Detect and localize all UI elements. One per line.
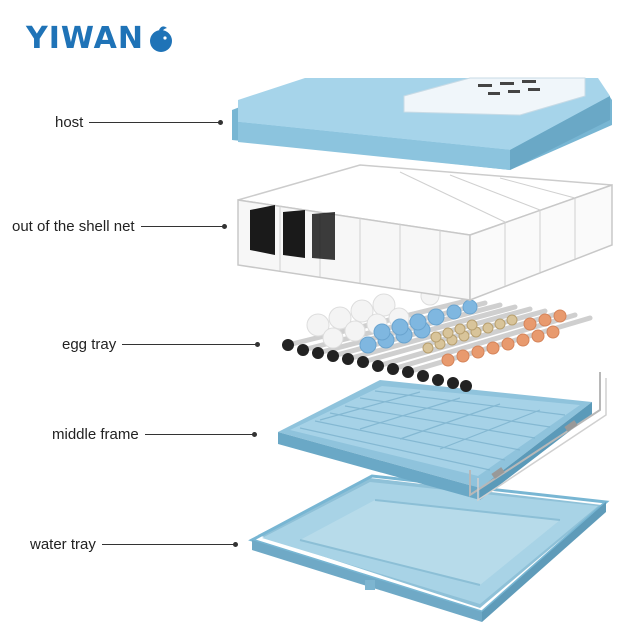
label-egg-tray: egg tray	[62, 336, 117, 353]
shell-net-part	[237, 164, 613, 302]
callout-water-tray: water tray	[30, 536, 238, 553]
egg-bird-icon	[149, 26, 172, 52]
leader-dot	[255, 342, 261, 347]
label-net: out of the shell net	[12, 218, 135, 235]
callout-middle-frame: middle frame	[52, 426, 257, 443]
callout-net: out of the shell net	[12, 218, 227, 235]
brand-name: YIWAN	[26, 21, 144, 56]
leader-line	[122, 344, 257, 345]
water-tray-part	[248, 474, 610, 622]
egg-tray-part	[282, 286, 593, 392]
leader-dot	[232, 542, 238, 547]
leader-line	[101, 544, 234, 545]
leader-dot	[251, 432, 257, 437]
label-middle-frame: middle frame	[52, 426, 139, 443]
callout-host: host	[55, 114, 224, 131]
callout-egg-tray: egg tray	[62, 336, 261, 353]
leader-dot	[221, 224, 227, 229]
leader-line	[144, 434, 253, 435]
middle-frame-part	[278, 372, 607, 502]
leader-line	[89, 122, 220, 123]
leader-dot	[218, 120, 224, 125]
label-water-tray: water tray	[30, 536, 96, 553]
label-host: host	[55, 114, 84, 131]
leader-line	[140, 226, 223, 227]
brand-logo: YIWAN	[26, 24, 176, 54]
host-part	[232, 77, 612, 170]
